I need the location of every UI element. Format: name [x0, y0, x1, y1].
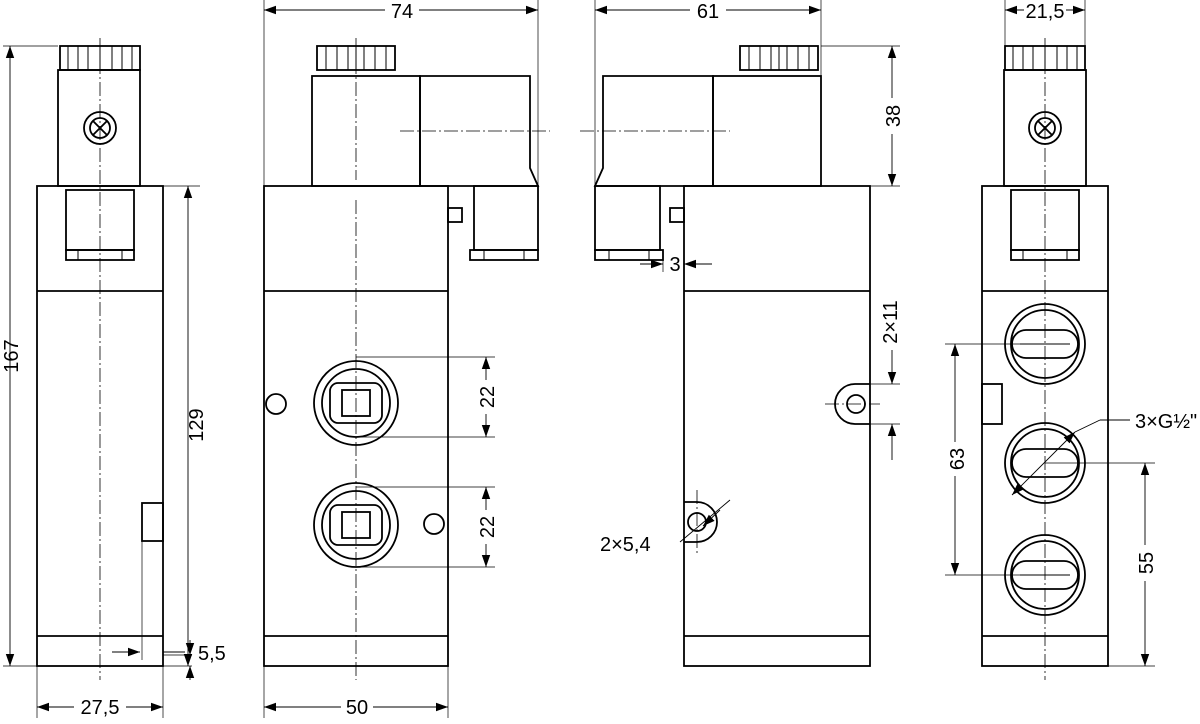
- dim-coil-width: 21,5: [1026, 1, 1065, 23]
- knurled-nut: [59, 45, 141, 71]
- dim-mount-holes: 2×5,4: [600, 534, 651, 556]
- screw-icon: [83, 111, 117, 145]
- dim-bottom-offset: 5,5: [198, 643, 226, 665]
- dim-body-height: 129: [186, 408, 208, 441]
- dim-total-height: 167: [1, 339, 23, 372]
- dim-port-spacing-bottom: 22: [477, 516, 499, 538]
- dim-front-width: 50: [346, 697, 368, 719]
- dim-mount-hole-spacing: 2×11: [880, 300, 902, 344]
- front-hole-right: [423, 513, 445, 535]
- front-connector: [419, 75, 540, 187]
- stem-nut: [65, 249, 135, 261]
- dim-front-overall: 74: [391, 1, 413, 23]
- dim-tab-offset: 3: [669, 254, 680, 276]
- side-tab: [141, 502, 164, 542]
- rear-connector: [593, 75, 714, 187]
- valve-body-rear: [683, 185, 871, 667]
- dim-coil-height: 38: [883, 105, 905, 127]
- dim-rear-overall: 61: [697, 1, 719, 23]
- front-view: 74 22 22 50: [263, 0, 550, 719]
- port-view: 21,5 63 55 3×G½": [943, 0, 1197, 680]
- side-view: 167 129 5,5 27,5: [1, 38, 226, 719]
- rear-knurled-nut: [739, 45, 819, 71]
- dim-side-width: 27,5: [81, 697, 120, 719]
- valve-body-side: [36, 185, 164, 667]
- dim-ports: 3×G½": [1135, 411, 1197, 433]
- dim-port-pitch: 63: [947, 448, 969, 470]
- dim-port-spacing-top: 22: [477, 386, 499, 408]
- front-hole-left: [265, 393, 287, 415]
- rear-view: 61 38 3 2×11 2×5,4: [580, 0, 905, 667]
- mount-ear-left: [684, 501, 718, 543]
- dim-port-bottom: 55: [1136, 552, 1158, 574]
